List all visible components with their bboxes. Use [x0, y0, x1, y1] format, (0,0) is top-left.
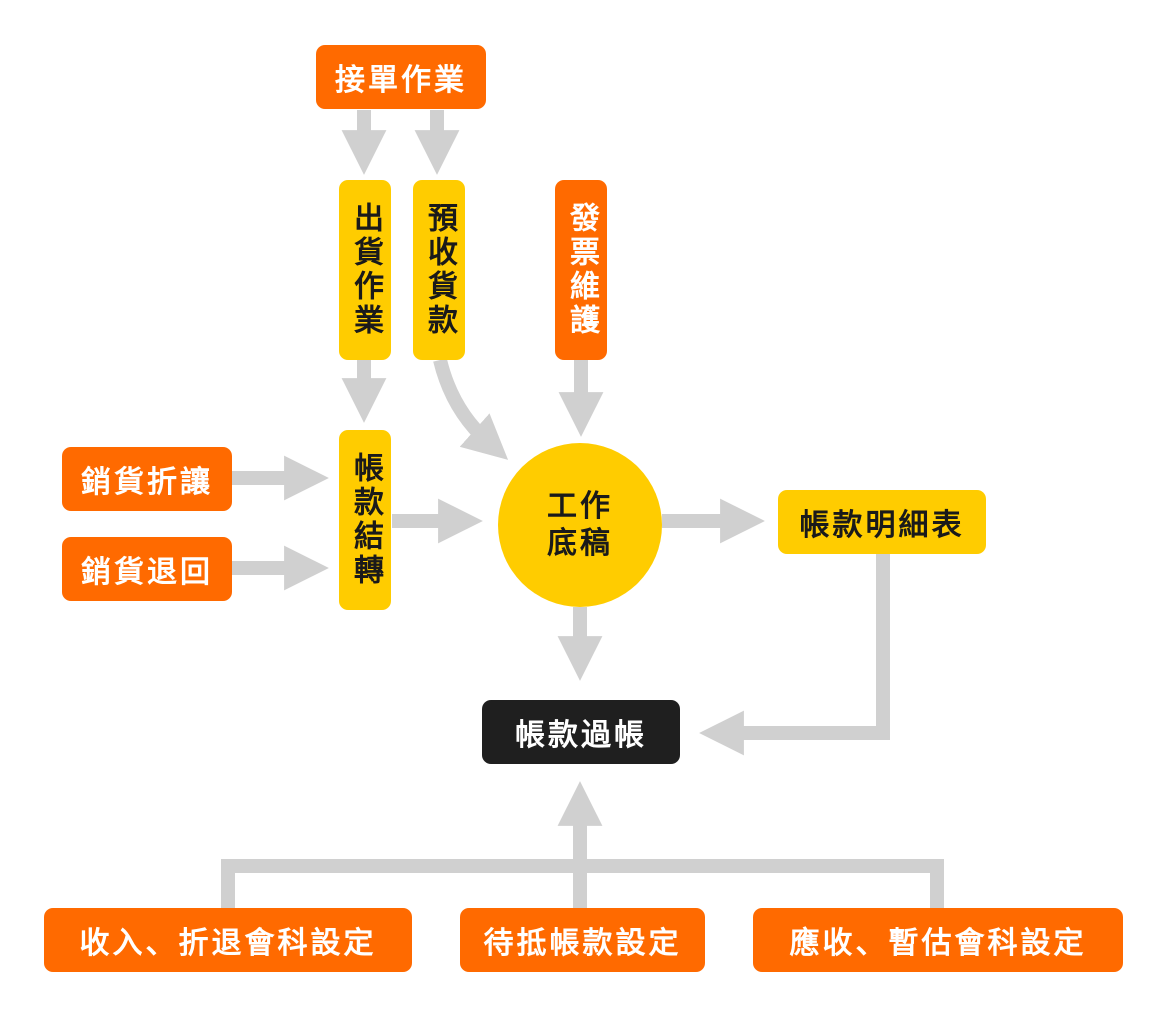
invoice-maintenance-node[interactable]: 發票維護 [555, 180, 607, 360]
receivable-setting-label: 應收、暫估會科設定 [789, 926, 1087, 961]
account-detail-node[interactable]: 帳款明細表 [778, 490, 986, 554]
account-posting-node[interactable]: 帳款過帳 [482, 700, 680, 764]
sales-return-node[interactable]: 銷貨退回 [62, 537, 232, 601]
offset-setting-label: 待抵帳款設定 [483, 926, 682, 961]
worksheet-label-line1: 工作 [547, 488, 613, 524]
worksheet-label-line2: 底稿 [547, 526, 613, 561]
arrow-detail-to-posting [699, 554, 890, 756]
account-transfer-label: 帳款結轉 [348, 452, 383, 588]
order-entry-label: 接單作業 [335, 63, 467, 98]
income-setting-node[interactable]: 收入、折退會科設定 [44, 908, 412, 972]
account-detail-label: 帳款明細表 [799, 508, 965, 543]
sales-return-label: 銷貨退回 [81, 555, 213, 590]
account-transfer-node[interactable]: 帳款結轉 [339, 430, 391, 610]
offset-setting-node[interactable]: 待抵帳款設定 [460, 908, 705, 972]
receivable-setting-node[interactable]: 應收、暫估會科設定 [753, 908, 1123, 972]
order-entry-node[interactable]: 接單作業 [316, 45, 486, 109]
arrow-prepayment-to-worksheet [433, 358, 509, 460]
prepayment-node[interactable]: 預收貨款 [413, 180, 465, 360]
prepayment-label: 預收貨款 [422, 202, 457, 338]
income-setting-label: 收入、折退會科設定 [79, 926, 377, 961]
sales-discount-node[interactable]: 銷貨折讓 [62, 447, 232, 511]
sales-discount-label: 銷貨折讓 [81, 465, 213, 500]
worksheet-node[interactable]: 工作 底稿 [498, 443, 662, 607]
invoice-maintenance-label: 發票維護 [564, 202, 599, 338]
shipping-label: 出貨作業 [348, 202, 383, 338]
settings-connector-bar [221, 859, 944, 908]
account-posting-label: 帳款過帳 [515, 718, 647, 753]
shipping-node[interactable]: 出貨作業 [339, 180, 391, 360]
